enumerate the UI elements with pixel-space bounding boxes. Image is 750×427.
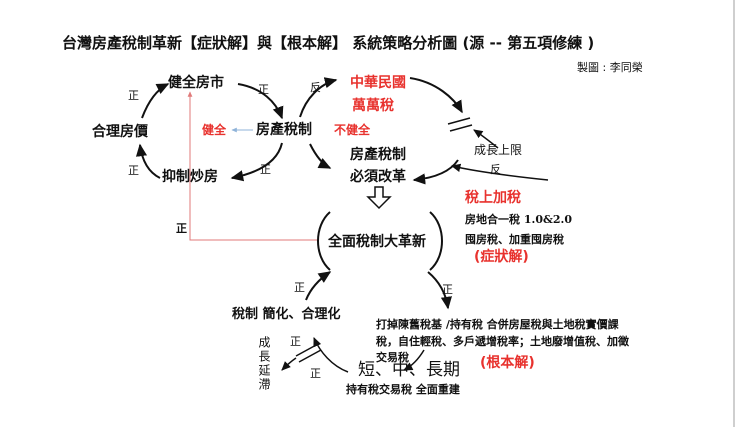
link-overhaul-to-market bbox=[187, 91, 318, 241]
node-property-tax: 房產稅制 bbox=[256, 122, 312, 138]
node-reform-line2: 必須改革 bbox=[350, 169, 406, 185]
root-text-line1: 打掉陳舊稅基 /持有稅 合併房屋稅與土地稅實價課 bbox=[376, 318, 619, 331]
label-raise-tax: 稅上加稅 bbox=[465, 190, 521, 206]
label-unhealthy: 不健全 bbox=[334, 123, 371, 137]
sign-terms-simplify: 正 bbox=[290, 335, 301, 348]
label-combined-tax: 房地合一稅 1.0&2.0 bbox=[465, 213, 573, 226]
root-text-line2: 稅，自住輕稅、多戶遞增稅率；土地廢增值稅、加徵 bbox=[376, 335, 629, 348]
label-hoarding-tax: 囤房稅、加重囤房稅 bbox=[465, 233, 564, 246]
right-paren bbox=[429, 211, 443, 271]
label-root-solution: (根本解) bbox=[480, 355, 535, 371]
arrow-simplify-to-overhaul bbox=[305, 271, 332, 301]
node-curb-speculation: 抑制炒房 bbox=[162, 169, 218, 185]
sign-curb-price: 正 bbox=[128, 164, 139, 177]
node-simplify: 稅制 簡化、合理化 bbox=[232, 307, 341, 322]
arrow-overhaul-to-root bbox=[427, 271, 452, 310]
sign-bottom-delay: 正 bbox=[310, 367, 321, 380]
arrow-price-to-market bbox=[141, 83, 170, 119]
arrow-terms-to-simplify bbox=[313, 337, 349, 373]
sign-overhaul-market: 正 bbox=[176, 222, 187, 235]
arrow-limit-to-reform bbox=[412, 159, 459, 185]
page-title: 台灣房產稅制革新【症狀解】與【根本解】 系統策略分析圖 (源 -- 第五項修練 … bbox=[62, 34, 595, 52]
node-roc-line1: 中華民國 bbox=[350, 75, 406, 91]
node-healthy-market: 健全房市 bbox=[168, 75, 224, 91]
arrow-roc-to-limit bbox=[409, 77, 463, 114]
sign-simplify-overhaul: 正 bbox=[294, 281, 305, 294]
sign-market-price: 正 bbox=[128, 89, 139, 102]
delay-mark-top bbox=[447, 117, 471, 125]
delay-mark-bottom bbox=[295, 343, 319, 357]
label-healthy: 健全 bbox=[202, 123, 227, 137]
arrow-to-delay-bottom bbox=[281, 357, 297, 371]
node-reform-line1: 房產稅制 bbox=[350, 147, 406, 163]
label-short-mid-long: 短、中、長期 bbox=[358, 360, 460, 380]
node-reasonable-price: 合理房價 bbox=[92, 124, 148, 140]
sign-market-tax: 正 bbox=[258, 83, 269, 96]
arrow-market-to-tax bbox=[237, 83, 284, 120]
node-overhaul: 全面稅制大革新 bbox=[328, 234, 426, 250]
root-text-line3: 交易稅 bbox=[376, 351, 409, 364]
arrow-raise-tax-to-loop bbox=[450, 163, 549, 181]
arrow-tax-to-curb bbox=[230, 142, 283, 182]
arrow-curb-to-price bbox=[135, 143, 161, 179]
sign-raise-tax: 反 bbox=[490, 163, 501, 176]
credit-label: 製圖 : 李同榮 bbox=[577, 61, 643, 74]
label-symptom-solution: (症狀解) bbox=[474, 249, 529, 265]
sign-overhaul-root: 正 bbox=[442, 283, 453, 296]
arrow-tax-to-reform bbox=[309, 143, 332, 169]
label-growth-delay: 成長延滯 bbox=[257, 336, 271, 392]
delay-mark-bottom-2 bbox=[298, 349, 322, 363]
label-rebuild: 持有稅交易稅 全面重建 bbox=[346, 383, 460, 396]
arrow-tax-to-roc bbox=[299, 77, 338, 118]
label-growth-limit: 成長上限 bbox=[474, 143, 523, 157]
arrow-root-to-terms bbox=[403, 349, 425, 371]
delay-mark-top-2 bbox=[449, 124, 473, 132]
node-roc-line2: 萬萬稅 bbox=[352, 98, 394, 114]
sign-tax-curb: 正 bbox=[260, 163, 271, 176]
left-paren bbox=[317, 211, 331, 271]
arrow-to-delay-mark bbox=[473, 129, 499, 149]
sign-tax-roc: 反 bbox=[310, 81, 321, 94]
hollow-down-arrow bbox=[366, 186, 392, 210]
